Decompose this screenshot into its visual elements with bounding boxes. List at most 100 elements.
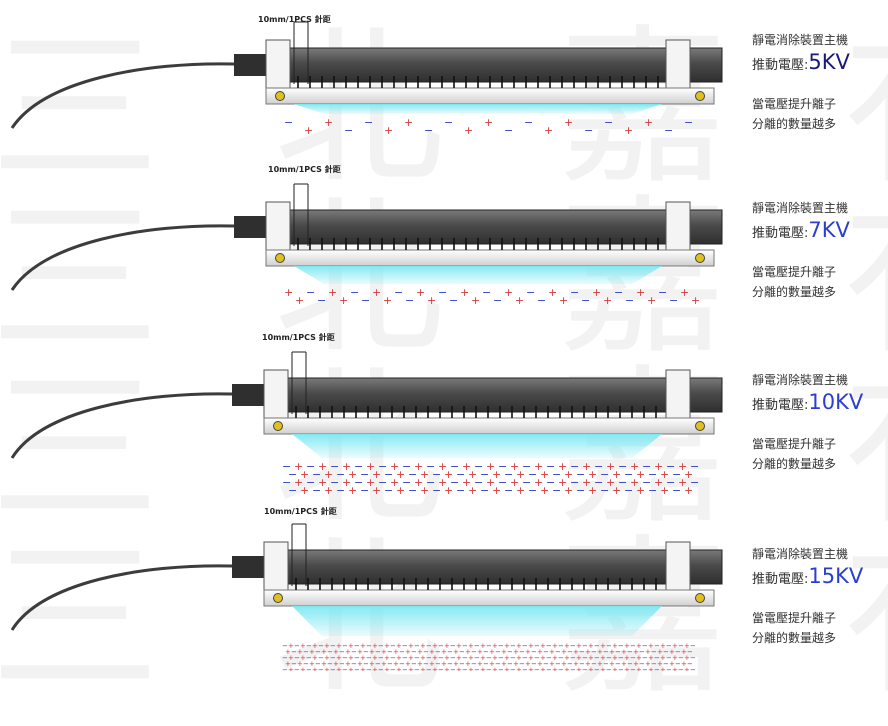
negative-ion: − [627, 660, 633, 668]
positive-ion: + [612, 654, 618, 662]
negative-ion: − [624, 468, 633, 481]
positive-ion: + [336, 642, 342, 650]
negative-ion: − [606, 666, 612, 671]
negative-ion: − [614, 286, 623, 299]
negative-ion: − [384, 484, 393, 497]
negative-ion: − [480, 484, 489, 497]
positive-ion: + [513, 648, 519, 656]
negative-ion: − [555, 660, 561, 668]
negative-ion: − [666, 642, 672, 650]
negative-ion: − [498, 666, 504, 671]
negative-ion: − [375, 660, 381, 668]
voltage-note-line1: 當電壓提升離子 [752, 437, 837, 451]
negative-ion: − [555, 648, 561, 656]
negative-ion: − [510, 654, 516, 662]
negative-ion: − [534, 642, 540, 650]
cable-connector [234, 54, 268, 76]
negative-ion: − [426, 642, 432, 650]
mounting-rail [263, 417, 715, 435]
positive-ion: + [456, 654, 462, 662]
positive-ion: + [348, 484, 357, 497]
negative-ion: − [570, 476, 579, 489]
negative-ion: − [552, 484, 561, 497]
negative-ion: − [306, 642, 312, 650]
negative-ion: − [474, 460, 483, 473]
positive-ion: + [516, 666, 522, 671]
negative-ion: − [405, 294, 414, 307]
negative-ion: − [639, 648, 645, 656]
positive-ion: + [381, 648, 387, 656]
positive-ion: + [294, 460, 303, 473]
negative-ion: − [456, 484, 465, 497]
negative-ion: − [438, 286, 447, 299]
positive-ion: + [606, 460, 615, 473]
positive-ion: + [369, 660, 375, 668]
positive-ion: + [691, 294, 700, 307]
positive-ion: + [660, 654, 666, 662]
end-cap-right [665, 369, 691, 419]
positive-ion: + [432, 666, 438, 671]
ionizer-bar-body [263, 377, 723, 413]
positive-ion: + [312, 654, 318, 662]
negative-ion: − [426, 476, 435, 489]
positive-ion: + [504, 654, 510, 662]
positive-ion: + [328, 286, 337, 299]
positive-ion: + [318, 476, 327, 489]
voltage-note-line2: 分離的數量越多 [752, 631, 837, 645]
diagram-stage: 三 北 嘉 有 限 公 司 三 北 嘉 有 限 公 司 三 北 嘉 有 限 公 … [0, 10, 888, 718]
positive-ion: + [414, 460, 423, 473]
negative-ion: − [615, 648, 621, 656]
negative-ion: − [459, 660, 465, 668]
positive-ion: + [660, 642, 666, 650]
negative-ion: − [423, 648, 429, 656]
panel-caption-5kv: 靜電消除裝置主機 推動電壓:5KV 當電壓提升離子 分離的數量越多 [752, 30, 888, 134]
drive-voltage-value: 10KV [808, 390, 864, 414]
negative-ion: − [498, 460, 507, 473]
positive-ion: + [468, 484, 477, 497]
positive-ion: + [468, 468, 477, 481]
positive-ion: + [573, 660, 579, 668]
negative-ion: − [627, 648, 633, 656]
negative-ion: − [402, 476, 411, 489]
positive-ion: + [404, 116, 413, 129]
positive-ion: + [492, 654, 498, 662]
power-cable [10, 392, 233, 459]
negative-ion: − [444, 116, 453, 129]
positive-ion: + [564, 116, 573, 129]
negative-ion: − [666, 666, 672, 671]
positive-ion: + [324, 116, 333, 129]
positive-ion: + [672, 666, 678, 671]
negative-ion: − [600, 468, 609, 481]
positive-ion: + [537, 660, 543, 668]
cable-connector [232, 384, 266, 406]
positive-ion: + [492, 642, 498, 650]
negative-ion: − [342, 666, 348, 671]
positive-ion: + [465, 660, 471, 668]
negative-ion: − [594, 476, 603, 489]
negative-ion: − [282, 654, 288, 662]
negative-ion: − [690, 642, 696, 650]
positive-ion: + [396, 654, 402, 662]
positive-ion: + [504, 666, 510, 671]
positive-ion: + [510, 460, 519, 473]
negative-ion: − [687, 660, 693, 668]
negative-ion: − [498, 654, 504, 662]
positive-ion: + [603, 294, 612, 307]
positive-ion: + [384, 124, 393, 137]
positive-ion: + [372, 468, 381, 481]
positive-ion: + [585, 660, 591, 668]
negative-ion: − [570, 666, 576, 671]
drive-voltage-row: 推動電壓:5KV [752, 50, 888, 78]
negative-ion: − [519, 648, 525, 656]
positive-ion: + [345, 648, 351, 656]
positive-ion: + [309, 660, 315, 668]
negative-ion: − [306, 460, 315, 473]
positive-ion: + [348, 468, 357, 481]
positive-ion: + [648, 666, 654, 671]
positive-ion: + [540, 484, 549, 497]
positive-ion: + [558, 460, 567, 473]
positive-ion: + [414, 476, 423, 489]
negative-ion: − [375, 648, 381, 656]
negative-ion: − [438, 666, 444, 671]
negative-ion: − [546, 666, 552, 671]
